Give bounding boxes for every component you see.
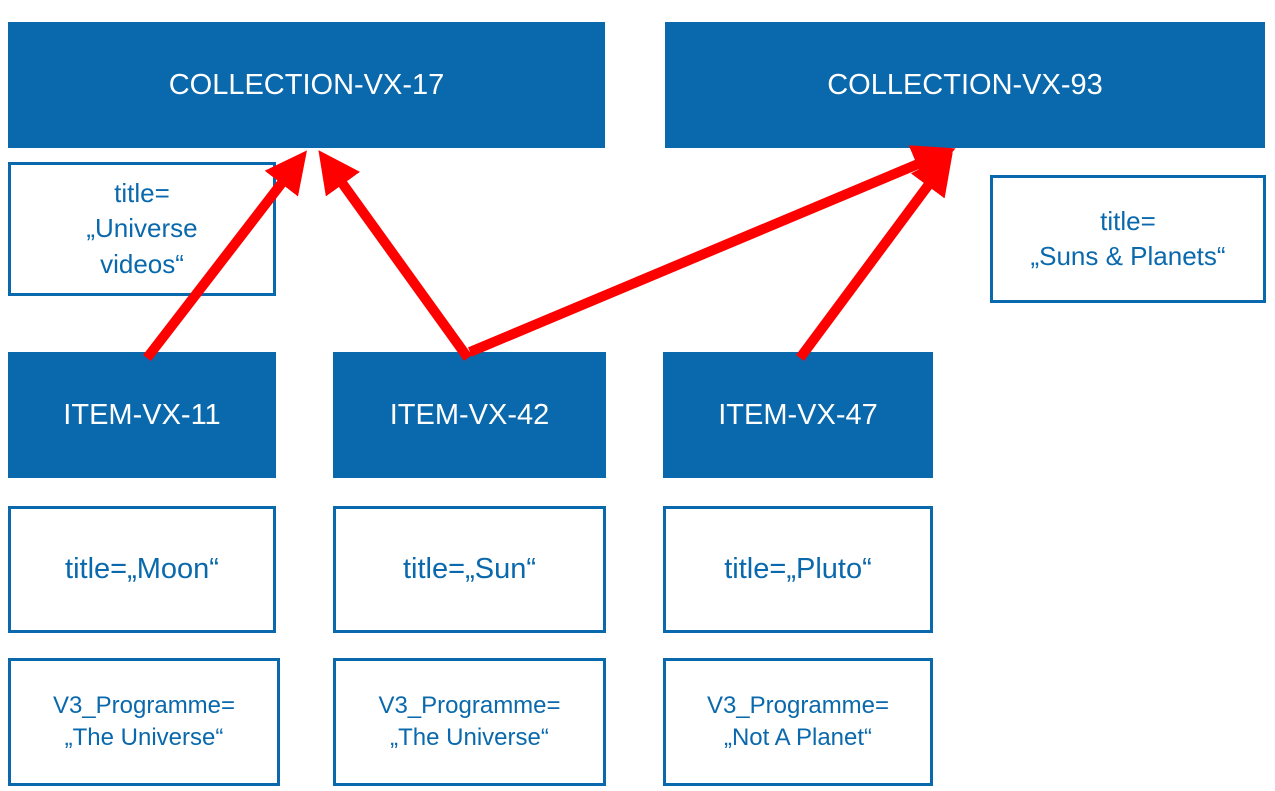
collection-vx-17-title-text: title= „Universe videos“: [86, 178, 198, 279]
item-vx-11-title-annotation: title=„Moon“: [8, 506, 276, 633]
collection-vx-17-title-annotation: title= „Universe videos“: [8, 162, 276, 296]
item-vx-47-programme-text: V3_Programme= „Not A Planet“: [706, 691, 890, 751]
collection-vx-17-box: COLLECTION-VX-17: [8, 22, 605, 148]
item-vx-42-programme-text: V3_Programme= „The Universe“: [378, 691, 561, 751]
item-vx-42-box: ITEM-VX-42: [333, 352, 606, 478]
item-vx-42-title-text: title=„Sun“: [403, 552, 536, 585]
arrow-item-vx-42-to-collection-vx-93: [468, 145, 956, 357]
item-vx-47-title-text: title=„Pluto“: [724, 552, 872, 585]
item-vx-11-programme-text: V3_Programme= „The Universe“: [52, 691, 236, 751]
arrow-item-vx-47-to-collection-vx-93: [795, 152, 953, 361]
collection-vx-93-box: COLLECTION-VX-93: [665, 22, 1265, 148]
item-vx-11-label: ITEM-VX-11: [63, 398, 221, 431]
item-vx-11-title-text: title=„Moon“: [65, 552, 219, 585]
collection-vx-17-label: COLLECTION-VX-17: [168, 68, 445, 101]
collection-vx-93-title-annotation: title= „Suns & Planets“: [990, 175, 1266, 303]
arrow-item-vx-42-to-collection-vx-17: [318, 150, 473, 361]
item-vx-11-programme-annotation: V3_Programme= „The Universe“: [8, 658, 280, 786]
item-vx-42-label: ITEM-VX-42: [389, 398, 550, 431]
collection-vx-93-title-text: title= „Suns & Planets“: [1030, 205, 1226, 271]
item-vx-42-programme-annotation: V3_Programme= „The Universe“: [333, 658, 606, 786]
item-vx-47-box: ITEM-VX-47: [663, 352, 933, 478]
item-vx-11-box: ITEM-VX-11: [8, 352, 276, 478]
collection-vx-93-label: COLLECTION-VX-93: [827, 68, 1103, 101]
item-vx-42-title-annotation: title=„Sun“: [333, 506, 606, 633]
item-vx-47-programme-annotation: V3_Programme= „Not A Planet“: [663, 658, 933, 786]
item-vx-47-title-annotation: title=„Pluto“: [663, 506, 933, 633]
item-vx-47-label: ITEM-VX-47: [718, 398, 878, 431]
